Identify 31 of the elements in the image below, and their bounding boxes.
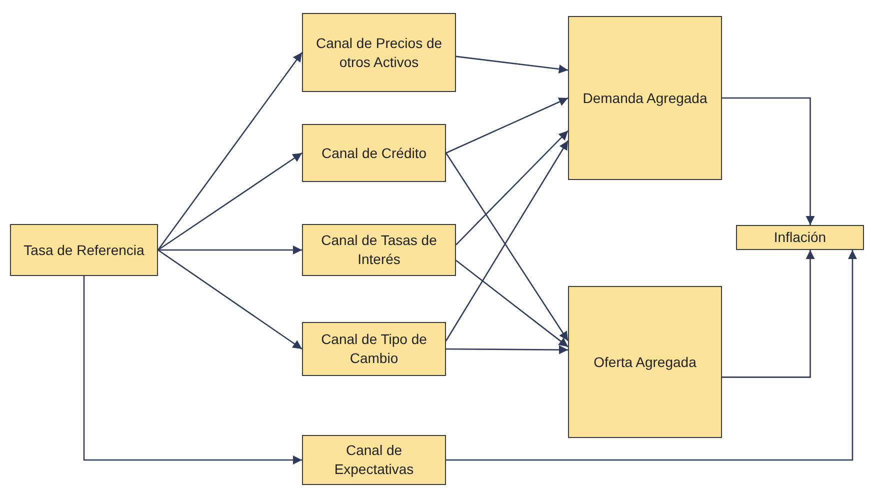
outcome-box: [568, 16, 722, 180]
arrow: [446, 345, 568, 354]
arrow: [456, 260, 568, 348]
node-label: Canal de Crédito: [321, 144, 427, 162]
node-label: Canal de Tipo de Cambio: [320, 330, 428, 368]
node-label: Demanda Agregada: [582, 88, 708, 108]
arrow: [446, 97, 568, 154]
arrow: [722, 250, 815, 378]
arrow: [456, 130, 568, 246]
node-label: Canal de Expectativas: [333, 441, 415, 479]
arrow: [456, 56, 568, 74]
node-label: Canal de Precios de otros Activos: [314, 34, 444, 72]
channel-box: [302, 435, 446, 485]
arrow: [722, 97, 815, 225]
outcome-box: [568, 286, 722, 438]
node-label: Tasa de Referencia: [24, 240, 144, 260]
node-label: Canal de Tasas de Interés: [320, 231, 438, 269]
arrow: [158, 245, 302, 255]
outcome-box: [736, 225, 864, 250]
channel-box: [302, 224, 456, 276]
channel-box: [302, 124, 446, 182]
arrow: [157, 52, 303, 250]
arrow: [158, 152, 302, 251]
arrow: [83, 276, 302, 465]
arrow: [158, 249, 302, 350]
node-label: Inflación: [774, 228, 826, 247]
channel-box: [302, 322, 446, 376]
source-box: [10, 224, 158, 276]
channel-box: [302, 13, 456, 92]
node-label: Oferta Agregada: [594, 352, 696, 372]
arrow: [446, 250, 858, 461]
